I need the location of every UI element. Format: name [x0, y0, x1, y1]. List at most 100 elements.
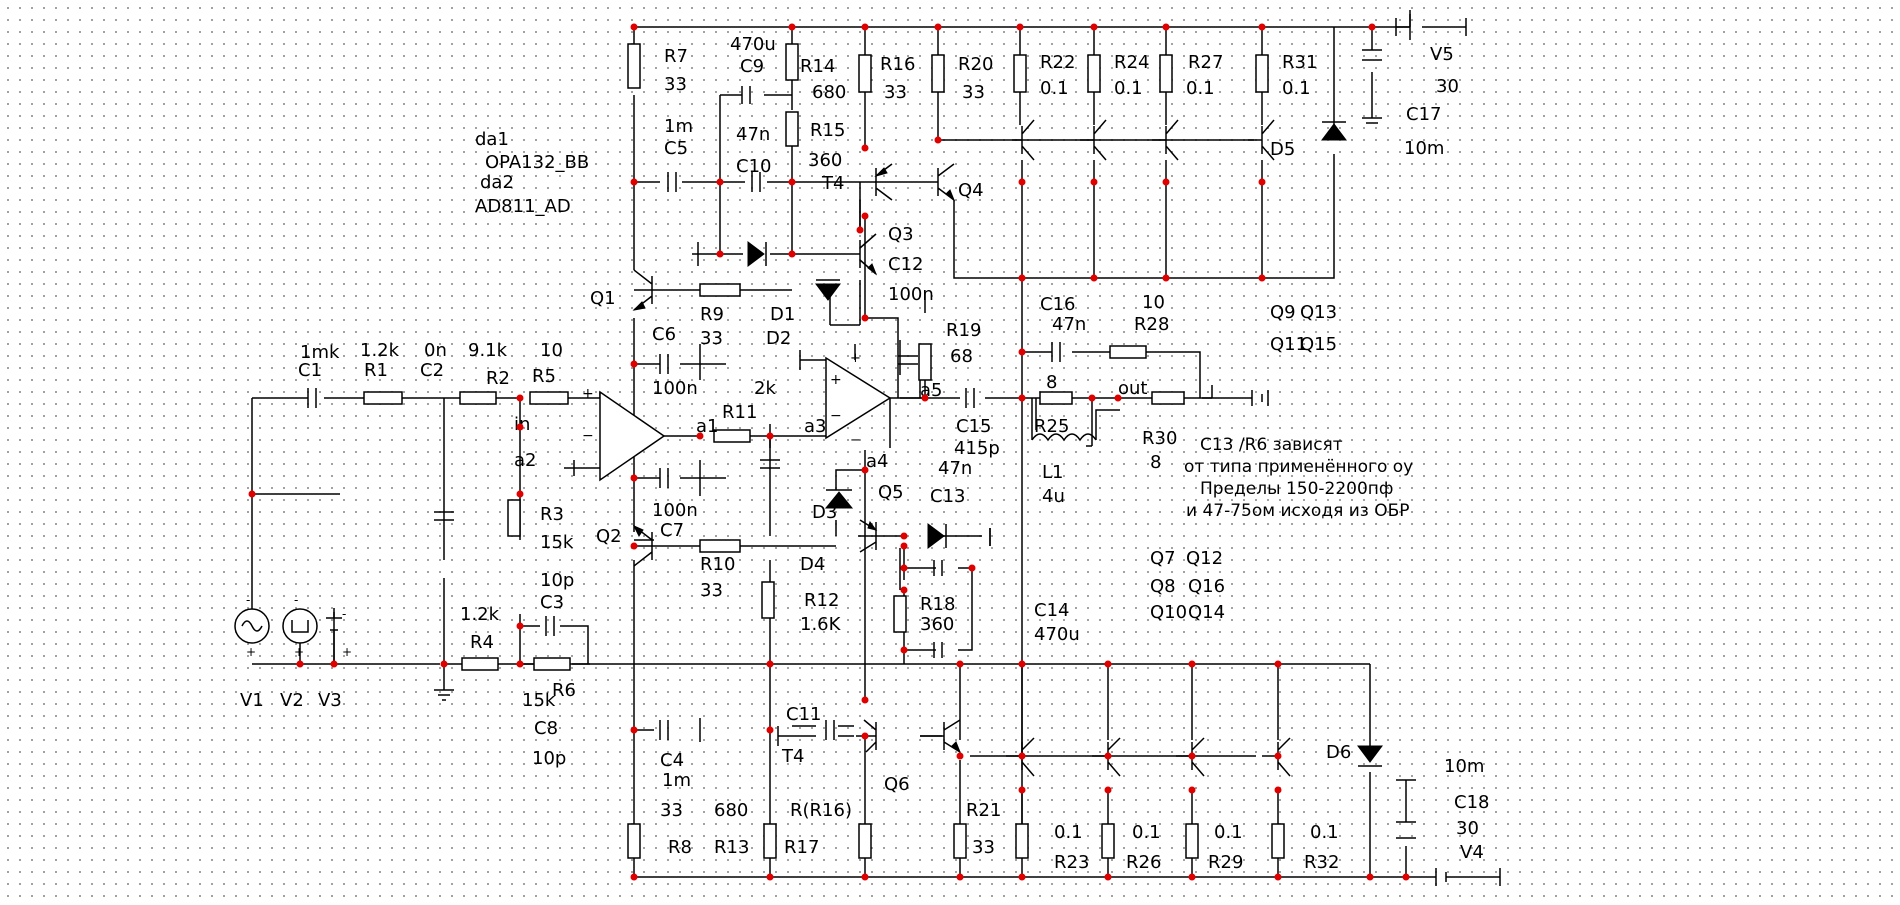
- label-r25v: 8: [1046, 372, 1057, 393]
- resistor-r16: [858, 54, 872, 93]
- capacitor-c8: [760, 459, 780, 469]
- design-note: C13 /R6 зависят от типа применённого оу …: [1184, 435, 1413, 521]
- junction-node: [1402, 873, 1410, 881]
- label-c4v: 1m: [662, 770, 691, 791]
- diode-d4: [927, 523, 945, 549]
- label-d6: D6: [1326, 742, 1351, 763]
- label-r10v: 33: [700, 580, 723, 601]
- capacitor-c6: [659, 354, 669, 374]
- resistor-r28: [1109, 345, 1147, 359]
- junction-node: [900, 646, 908, 654]
- resistor-r24: [1087, 54, 1101, 93]
- junction-node: [1114, 394, 1122, 402]
- junction-node: [630, 474, 638, 482]
- label-r29v: 0.1: [1214, 822, 1243, 843]
- capacitor-c10: [751, 172, 761, 192]
- label-c9: C9: [740, 56, 764, 77]
- junction-node: [630, 360, 638, 368]
- label-r28: R28: [1134, 314, 1169, 335]
- label-a1: a1: [696, 416, 718, 437]
- transistor-q7-q16: [1006, 737, 1291, 777]
- label-r11: R11: [722, 402, 757, 423]
- resistor-r15: [785, 111, 799, 147]
- junction-node: [1018, 752, 1026, 760]
- label-c1v: 1mk: [300, 342, 340, 363]
- transistor-q5: [858, 519, 878, 553]
- label-c8: C8: [534, 718, 558, 739]
- junction-node: [1018, 394, 1026, 402]
- junction-node: [1016, 23, 1024, 31]
- label-da2m: AD811_AD: [475, 196, 571, 217]
- label-d3: D3: [812, 502, 837, 523]
- svg-text:-: -: [342, 607, 346, 621]
- junction-node: [1188, 660, 1196, 668]
- resistor-r1: [363, 391, 403, 405]
- label-q3: Q3: [888, 224, 914, 245]
- label-c16: C16: [1040, 294, 1075, 315]
- label-r9v: 33: [700, 328, 723, 349]
- junction-node: [766, 873, 774, 881]
- label-da2: da2: [480, 172, 514, 193]
- resistor-r9: [699, 283, 741, 297]
- junction-node: [788, 250, 796, 258]
- resistor-r23: [1015, 823, 1029, 859]
- junction-node: [900, 542, 908, 550]
- ground-icon: [434, 687, 454, 701]
- junction-node: [861, 212, 869, 220]
- label-d4: D4: [800, 554, 825, 575]
- resistor-r21: [953, 823, 967, 859]
- resistor-r10: [699, 539, 741, 553]
- capacitor-c4: [659, 720, 669, 740]
- label-r9: R9: [700, 304, 724, 325]
- junction-node: [1366, 873, 1374, 881]
- junction-node: [1018, 660, 1026, 668]
- label-r7v: 33: [664, 74, 687, 95]
- label-r6: R6: [552, 680, 576, 701]
- label-r6v: 15k: [522, 690, 556, 711]
- label-r20v: 33: [962, 82, 985, 103]
- label-r13: R13: [714, 837, 749, 858]
- junction-node: [1088, 394, 1096, 402]
- junction-node: [934, 136, 942, 144]
- junction-node: [516, 660, 524, 668]
- junction-node: [1162, 274, 1170, 282]
- resistor-r29: [1185, 823, 1199, 859]
- junction-node: [1368, 23, 1376, 31]
- capacitor-c3: [545, 616, 555, 636]
- label-r1: R1: [364, 360, 388, 381]
- label-a3: a3: [804, 416, 826, 437]
- inductor-l1: [1031, 433, 1097, 442]
- label-r13v: 680: [714, 800, 748, 821]
- label-r2: R2: [486, 368, 510, 389]
- label-a2: a2: [514, 450, 536, 471]
- junction-node: [956, 873, 964, 881]
- opamp-plus: +: [830, 372, 842, 388]
- diode-d6: [1357, 745, 1383, 763]
- note-line-1: C13 /R6 зависят: [1200, 435, 1343, 455]
- junction-node: [956, 660, 964, 668]
- resistor-r6: [533, 657, 571, 671]
- label-r12: R12: [804, 590, 839, 611]
- sources: - + - + - +: [234, 593, 352, 664]
- junction-node: [716, 250, 724, 258]
- label-v4: V4: [1460, 842, 1484, 863]
- label-d5: D5: [1270, 139, 1295, 160]
- label-c4: C4: [660, 750, 684, 771]
- diode-d5: [1321, 123, 1347, 141]
- junction-node: [630, 178, 638, 186]
- junction-node: [1104, 786, 1112, 794]
- label-r31v: 0.1: [1282, 78, 1311, 99]
- label-c5: C5: [664, 138, 688, 159]
- resistor-r12: [761, 581, 775, 619]
- label-c13: C13: [930, 486, 965, 507]
- junction-node: [861, 873, 869, 881]
- label-r20: R20: [958, 54, 993, 75]
- junction-node: [861, 466, 869, 474]
- junction-node: [861, 696, 869, 704]
- label-r25: R25: [1034, 416, 1069, 437]
- junction-node: [934, 23, 942, 31]
- junction-node: [696, 432, 704, 440]
- resistor-r26: [1101, 823, 1115, 859]
